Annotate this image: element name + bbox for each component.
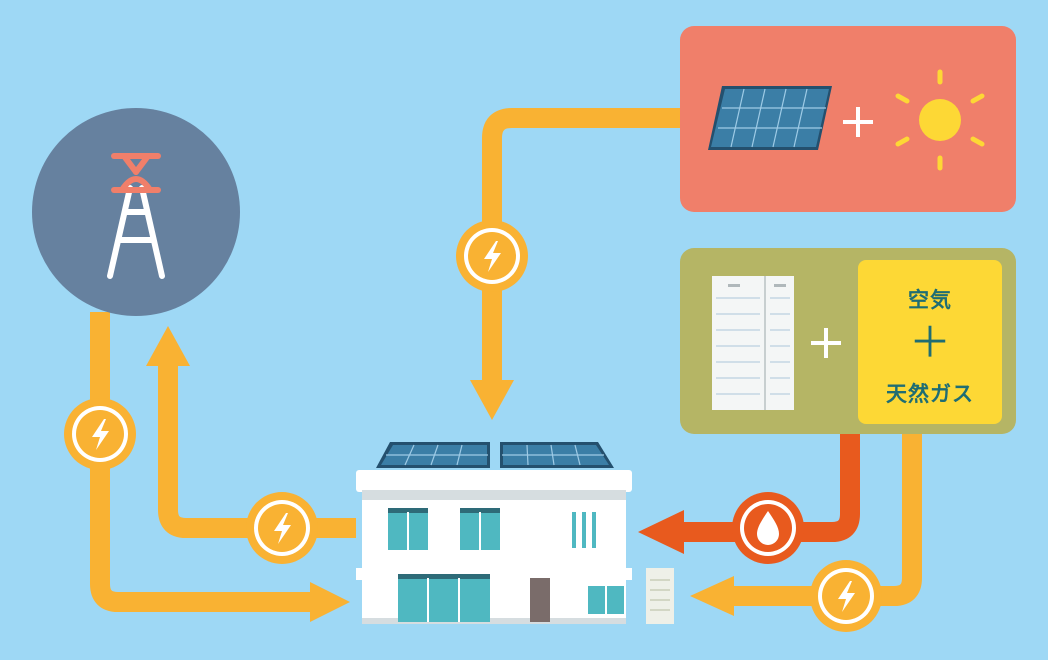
arrowhead-up-to-grid: [146, 326, 190, 366]
small-fuel-cell-unit: [646, 568, 674, 624]
roof-solar-panels: [376, 442, 614, 468]
lightning-bolt-icon: [810, 560, 882, 632]
patio-window: [398, 574, 490, 622]
natural-gas-label: 天然ガス: [858, 378, 1002, 408]
lightning-bolt-icon: [64, 398, 136, 470]
air-label: 空気: [858, 284, 1002, 314]
grid-node: [32, 108, 240, 316]
arrowhead-heat-left: [638, 510, 684, 554]
lightning-bolt-icon: [456, 220, 528, 292]
lightning-bolt-icon: [246, 492, 318, 564]
arrowhead-grid-right: [310, 582, 350, 622]
arrowhead-solar-down: [470, 380, 514, 420]
house-icon: [356, 442, 632, 624]
front-door: [530, 578, 550, 622]
gas-plus-label: ＋: [858, 322, 1002, 364]
solar-source-box: [680, 26, 1016, 212]
hot-water-drop-icon: [732, 492, 804, 564]
fuel-cell-unit-icon: [712, 276, 794, 410]
solar-panel-icon: [708, 86, 832, 150]
arrowhead-fuelcell-left: [690, 576, 734, 616]
